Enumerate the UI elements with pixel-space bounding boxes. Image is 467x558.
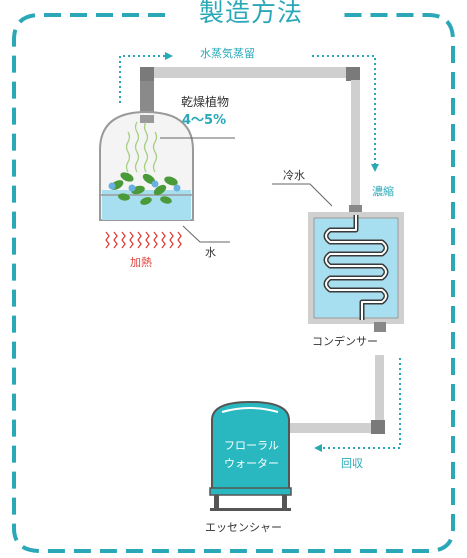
steam-wisps [125,121,158,173]
ratio-label: 4〜5% [182,113,227,128]
leader-lines [160,137,333,243]
essence-label: エッセンシャー [205,521,282,534]
distillation-vessel [99,110,194,221]
water-label: 水 [205,246,216,259]
collect-arrowhead [314,444,322,452]
condenser [308,212,404,332]
condenser-label: コンデンサー [312,335,378,348]
vapor-label: 水蒸気蒸留 [200,47,255,60]
heat-coils [105,231,182,249]
collect-label: 回収 [341,457,363,470]
floral-water-line2: ウォーター [224,457,279,470]
vapor-arrowhead [165,52,173,60]
cold-water-label: 冷水 [283,169,305,182]
plant-flowers [108,180,181,192]
condense-label: 濃縮 [372,185,394,198]
floral-water-tank [209,400,292,511]
collect-arrow [320,358,401,449]
frame-border [12,13,455,553]
bottom-pipe [290,355,385,434]
plant-label: 乾燥植物 [181,95,230,109]
condense-arrowhead [371,164,379,172]
page-title: 製造方法 [198,0,303,27]
top-pipe [140,67,362,215]
heat-label: 加熱 [130,256,152,269]
vapor-arrow [119,55,376,165]
floral-water-line1: フローラル [224,439,279,452]
